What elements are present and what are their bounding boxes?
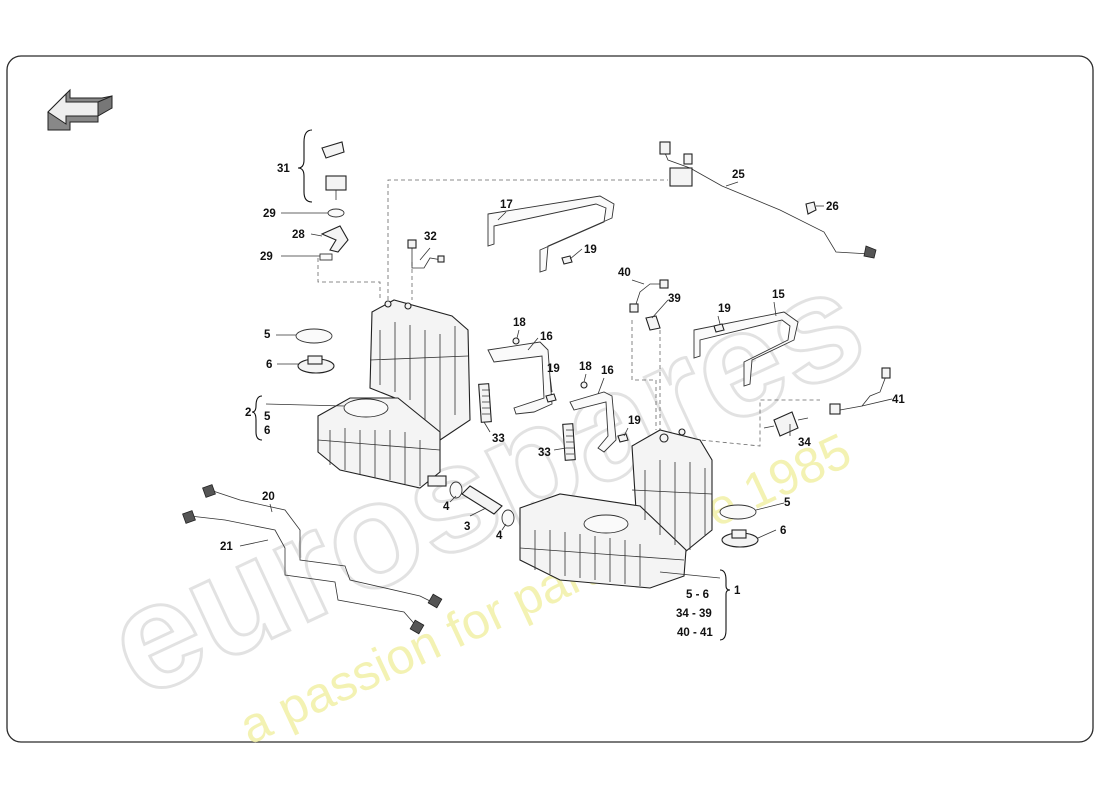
callout-17: 17 <box>500 199 513 211</box>
connecting-hose[interactable] <box>449 481 515 527</box>
group-1-item-2: 34 - 39 <box>676 608 712 620</box>
group-2-item-1: 5 <box>264 411 271 423</box>
callout-15: 15 <box>772 289 785 301</box>
seal-5-left[interactable] <box>295 328 333 344</box>
sensor-41[interactable] <box>829 367 891 415</box>
callout-32: 32 <box>424 231 437 243</box>
brace-31 <box>297 129 313 203</box>
callout-40: 40 <box>618 267 631 279</box>
pump-6-right[interactable] <box>721 529 759 548</box>
group-1-item-3: 40 - 41 <box>677 627 713 639</box>
callout-labels: 31 29 28 29 32 5 6 2 5 6 20 21 4 3 4 17 … <box>220 163 905 639</box>
callout-25: 25 <box>732 169 745 181</box>
group-2-item-2: 6 <box>264 425 270 437</box>
left-fuel-tank[interactable] <box>317 299 471 489</box>
callout-19c: 19 <box>628 415 641 427</box>
callout-3: 3 <box>464 521 470 533</box>
callout-39: 39 <box>668 293 681 305</box>
callout-6a: 6 <box>266 359 272 371</box>
callout-29b: 29 <box>260 251 273 263</box>
callout-1: 1 <box>734 585 741 597</box>
callout-5a: 5 <box>264 329 271 341</box>
callout-4a: 4 <box>443 501 450 513</box>
callout-5b: 5 <box>784 497 791 509</box>
callout-18a: 18 <box>513 317 526 329</box>
callout-2: 2 <box>245 407 251 419</box>
bracket-16-right[interactable] <box>569 391 617 453</box>
seal-5-right[interactable] <box>719 504 757 520</box>
callout-19a: 19 <box>584 244 597 256</box>
callout-20: 20 <box>262 491 275 503</box>
callout-33a: 33 <box>492 433 505 445</box>
sensor-32[interactable] <box>407 239 445 269</box>
assembly-guides <box>317 179 820 447</box>
vent-pipes[interactable] <box>182 484 443 635</box>
callout-16b: 16 <box>601 365 614 377</box>
strap-17[interactable] <box>487 195 615 273</box>
sensor-39-40[interactable] <box>629 279 669 331</box>
brace-1 <box>719 569 731 641</box>
callout-31: 31 <box>277 163 290 175</box>
callout-4b: 4 <box>496 530 503 542</box>
callout-28: 28 <box>292 229 305 241</box>
bolts[interactable] <box>512 255 725 443</box>
right-fuel-tank[interactable] <box>519 428 713 589</box>
callout-16a: 16 <box>540 331 553 343</box>
pump-6-left[interactable] <box>297 355 335 374</box>
callout-34: 34 <box>798 437 811 449</box>
seal-29-bottom[interactable] <box>319 253 333 261</box>
callout-26: 26 <box>826 201 839 213</box>
fuel-pipe-25[interactable] <box>659 141 877 259</box>
leader-lines <box>239 181 893 579</box>
callout-6b: 6 <box>780 525 786 537</box>
group-1-item-1: 5 - 6 <box>686 589 709 601</box>
bracket-16-left[interactable] <box>487 341 553 415</box>
callout-19d: 19 <box>718 303 731 315</box>
hose-28[interactable] <box>320 225 349 253</box>
pad-33-left[interactable] <box>478 383 492 423</box>
seal-29-top[interactable] <box>327 208 345 218</box>
pad-33-right[interactable] <box>562 423 576 461</box>
brace-2 <box>251 395 263 441</box>
callout-41: 41 <box>892 394 905 406</box>
clip-26[interactable] <box>805 201 817 215</box>
back-arrow-icon[interactable] <box>47 88 113 131</box>
filler-cap-31[interactable] <box>321 141 347 200</box>
filter-34[interactable] <box>763 411 809 437</box>
callout-29a: 29 <box>263 208 276 220</box>
callout-21: 21 <box>220 541 233 553</box>
callout-33b: 33 <box>538 447 551 459</box>
callout-19b: 19 <box>547 363 560 375</box>
callout-18b: 18 <box>579 361 592 373</box>
